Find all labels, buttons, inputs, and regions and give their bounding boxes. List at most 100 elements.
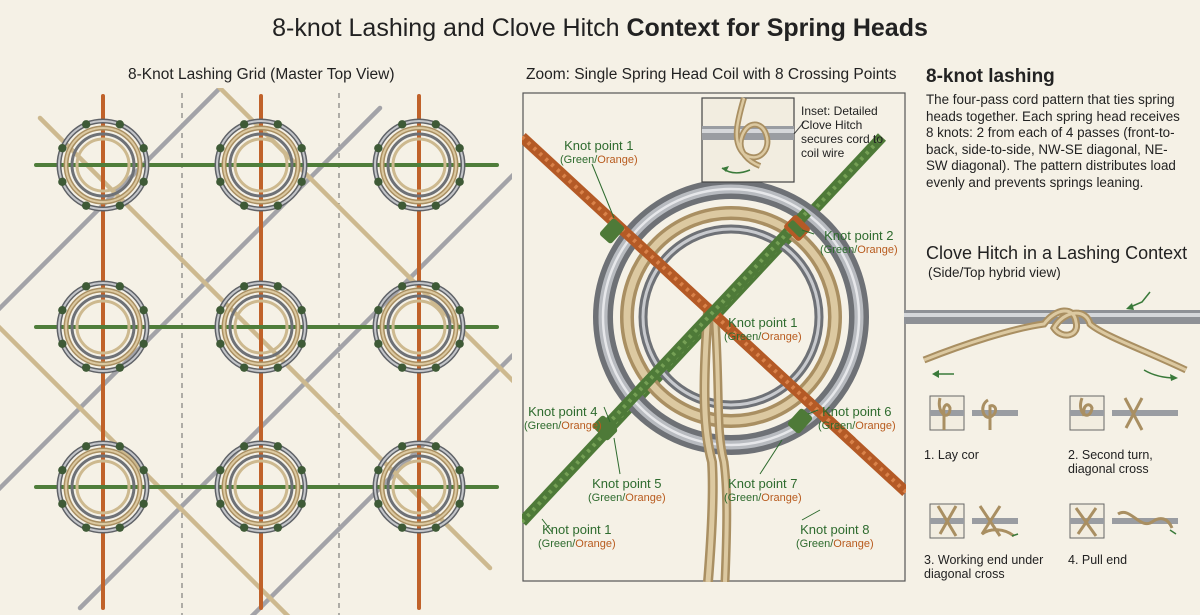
knot-wrap (592, 415, 618, 441)
knot-dot (81, 201, 91, 210)
knot-dot (273, 282, 283, 291)
zoom-frame (522, 92, 906, 582)
knot-dot (397, 120, 407, 129)
diagonal-cord (0, 88, 224, 312)
knot-dot (374, 143, 383, 153)
knot-dot (239, 523, 249, 532)
step-3-icon (929, 503, 1019, 539)
knot-dot (216, 499, 225, 509)
knot-dot (139, 305, 148, 315)
knot-label: Knot point 8 (Green/Orange) (796, 522, 874, 550)
knot-dot (115, 523, 125, 532)
spring-coil (56, 440, 150, 534)
knot-dot (216, 465, 225, 475)
knot-wrap (599, 218, 625, 244)
knot-dot (374, 499, 383, 509)
spring-coil (372, 280, 466, 374)
spring-coil (372, 118, 466, 212)
knot-dot (431, 120, 441, 129)
knot-dot (374, 177, 383, 187)
spring-coil (56, 280, 150, 374)
knot-dot (115, 120, 125, 129)
knot-wrap (784, 215, 810, 241)
side-heading: 8-knot lashing (926, 66, 1055, 87)
clove-subheading: (Side/Top hybrid view) (928, 265, 1061, 280)
diagonal-cord (249, 352, 512, 615)
knot-dot (397, 442, 407, 451)
knot-label: Knot point 5 (Green/Orange) (588, 476, 666, 504)
knot-dot (297, 339, 306, 349)
diagonal-cord (37, 115, 493, 571)
knot-dot (297, 305, 306, 315)
knot-dot (58, 339, 67, 349)
knot-dot (239, 363, 249, 372)
spring-coil (56, 118, 150, 212)
knot-dot (397, 201, 407, 210)
knot-dot (58, 177, 67, 187)
zoom-coil-diagram (522, 92, 906, 582)
knot-dot (297, 465, 306, 475)
knot-label: Knot point 1 (Green/Orange) (560, 138, 638, 166)
clove-hitch-inset (701, 97, 795, 183)
knot-dot (139, 499, 148, 509)
step-1-label: 1. Lay cor (924, 448, 979, 462)
knot-dot (139, 143, 148, 153)
knot-dot (374, 339, 383, 349)
knot-dot (81, 363, 91, 372)
knot-dot (81, 523, 91, 532)
knot-dot (239, 442, 249, 451)
spring-coil (214, 280, 308, 374)
knot-dot (81, 120, 91, 129)
knot-label: Knot point 1 (Green/Orange) (538, 522, 616, 550)
side-paragraph: The four-pass cord pattern that ties spr… (926, 92, 1180, 190)
knot-dot (431, 363, 441, 372)
knot-dot (297, 499, 306, 509)
step-4-icon (1069, 503, 1178, 539)
spring-coil (214, 440, 308, 534)
knot-dot (216, 143, 225, 153)
knot-dot (273, 523, 283, 532)
knot-dot (374, 305, 383, 315)
step-3-label: 3. Working end under diagonal cross (924, 553, 1044, 581)
step-1-icon (929, 395, 1018, 431)
knot-dot (81, 282, 91, 291)
knot-label: Knot point 1 (Green/Orange) (724, 315, 802, 343)
knot-label: Knot point 6 (Green/Orange) (818, 404, 896, 432)
step-2-icon (1069, 395, 1178, 431)
knot-dot (273, 442, 283, 451)
knot-dot (273, 363, 283, 372)
knot-dot (431, 442, 441, 451)
knot-dot (139, 177, 148, 187)
knot-dot (397, 523, 407, 532)
knot-dot (455, 177, 464, 187)
zoom-panel-title: Zoom: Single Spring Head Coil with 8 Cro… (526, 66, 897, 83)
knot-dot (216, 339, 225, 349)
knot-dot (139, 465, 148, 475)
knot-dot (455, 499, 464, 509)
lashing-grid-diagram (0, 88, 512, 615)
knot-dot (397, 363, 407, 372)
knot-dot (455, 305, 464, 315)
knot-dot (455, 143, 464, 153)
knot-dot (455, 339, 464, 349)
knot-dot (374, 465, 383, 475)
spring-coil (214, 118, 308, 212)
knot-dot (58, 143, 67, 153)
knot-dot (58, 465, 67, 475)
knot-label: Knot point 2 (Green/Orange) (820, 228, 898, 256)
knot-dot (239, 201, 249, 210)
clove-steps (929, 395, 1178, 539)
knot-dot (297, 177, 306, 187)
knot-dot (58, 305, 67, 315)
knot-dot (81, 442, 91, 451)
knot-dot (239, 282, 249, 291)
step-2-label: 2. Second turn, diagonal cross (1068, 448, 1153, 476)
knot-dot (139, 339, 148, 349)
page-title: 8-knot Lashing and Clove Hitch Context f… (272, 14, 928, 42)
clove-heading: Clove Hitch in a Lashing Context (926, 243, 1188, 263)
knot-dot (115, 442, 125, 451)
knot-label: Knot point 7 (Green/Orange) (724, 476, 802, 504)
knot-dot (431, 282, 441, 291)
knot-dot (115, 201, 125, 210)
clove-hitch-diagram (904, 291, 1200, 381)
